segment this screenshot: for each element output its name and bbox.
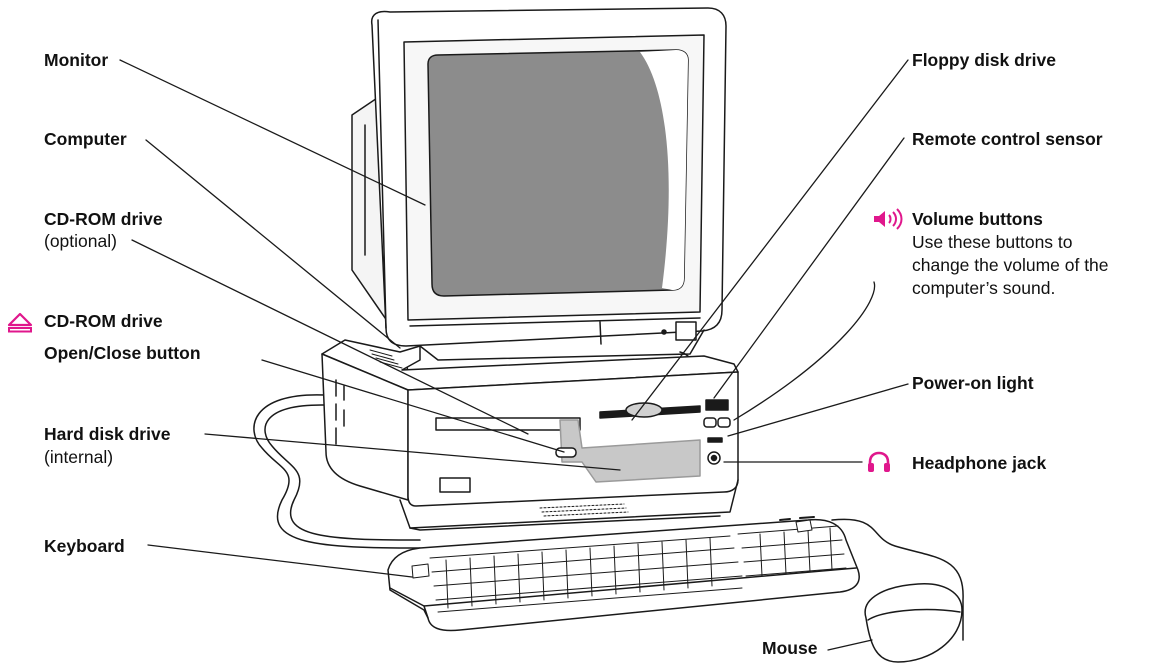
- mouse-body: [865, 584, 962, 662]
- label-keyboard: Keyboard: [44, 535, 125, 557]
- label-floppy: Floppy disk drive: [912, 49, 1056, 71]
- monitor-screen: [428, 50, 688, 296]
- speaker-volume-icon: [872, 208, 906, 235]
- label-volume-desc-1: Use these buttons to: [912, 231, 1073, 253]
- label-remote: Remote control sensor: [912, 128, 1103, 150]
- label-headphone: Headphone jack: [912, 452, 1046, 474]
- label-hard-disk-note: (internal): [44, 446, 113, 468]
- cd-open-button: [556, 448, 576, 457]
- keyboard-body: [388, 520, 859, 631]
- label-hard-disk: Hard disk drive: [44, 423, 170, 445]
- label-volume: Volume buttons: [912, 208, 1043, 230]
- label-volume-desc-3: computer’s sound.: [912, 277, 1055, 299]
- label-cd-open-2: Open/Close button: [44, 342, 201, 364]
- label-cdrom-note: (optional): [44, 230, 117, 252]
- eject-icon: [6, 312, 34, 339]
- label-mouse: Mouse: [762, 637, 817, 659]
- headphones-icon: [866, 450, 892, 479]
- label-computer: Computer: [44, 128, 127, 150]
- label-cdrom: CD-ROM drive: [44, 208, 163, 230]
- label-power-light: Power-on light: [912, 372, 1034, 394]
- remote-sensor: [706, 400, 728, 410]
- label-monitor: Monitor: [44, 49, 108, 71]
- label-cd-open-1: CD-ROM drive: [44, 310, 163, 332]
- label-volume-desc-2: change the volume of the: [912, 254, 1109, 276]
